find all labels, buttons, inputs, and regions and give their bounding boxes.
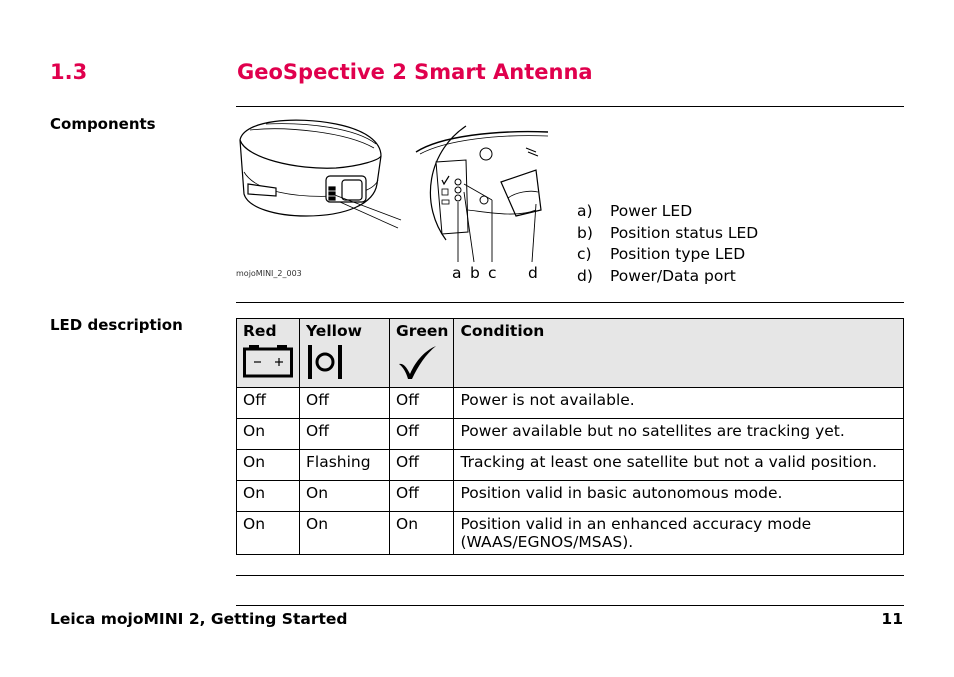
cell-red: On <box>236 480 300 512</box>
cell-condition: Position valid in basic autonomous mode. <box>453 480 904 512</box>
legend-item: d) Power/Data port <box>577 266 758 288</box>
table-header-row: Red Yellow Green <box>236 318 904 388</box>
legend-key: d) <box>577 266 593 285</box>
checkmark-icon <box>399 346 436 379</box>
header-label: Yellow <box>306 322 362 340</box>
legend-text: Power LED <box>610 202 693 220</box>
cell-condition: Tracking at least one satellite but not … <box>453 449 904 481</box>
callout-lines <box>457 183 537 263</box>
callout-letter-a: a <box>452 264 462 282</box>
legend-key: b) <box>577 223 593 242</box>
components-legend: a) Power LED b) Position status LED c) P… <box>577 201 758 287</box>
cell-yellow: Off <box>299 387 390 419</box>
header-green: Green <box>388 318 455 388</box>
header-label: Condition <box>460 322 545 340</box>
led-detail-view <box>415 125 549 241</box>
cell-yellow: On <box>299 480 390 512</box>
cell-green: Off <box>388 449 455 481</box>
cell-condition: Position valid in an enhanced accuracy m… <box>453 511 904 555</box>
figure-caption: mojoMINI_2_003 <box>236 269 302 278</box>
cell-condition: Power is not available. <box>453 387 904 419</box>
legend-text: Position type LED <box>610 245 746 263</box>
cell-condition: Power available but no satellites are tr… <box>453 418 904 450</box>
battery-icon <box>243 345 293 378</box>
table-row: On On Off Position valid in basic autono… <box>236 480 904 512</box>
section-title: GeoSpective 2 Smart Antenna <box>237 60 593 84</box>
callout-letter-d: d <box>528 264 538 282</box>
cell-red: On <box>236 511 300 555</box>
section-number: 1.3 <box>50 60 88 84</box>
cell-green: On <box>388 511 455 555</box>
table-row: On On On Position valid in an enhanced a… <box>236 511 904 555</box>
legend-text: Position status LED <box>610 223 759 242</box>
header-label: Green <box>396 322 449 340</box>
divider-middle <box>236 302 904 303</box>
led-description-label: LED description <box>50 316 183 334</box>
cell-yellow: On <box>299 511 390 555</box>
components-label: Components <box>50 115 156 133</box>
led-table: Red Yellow Green <box>236 318 904 555</box>
cell-green: Off <box>388 387 455 419</box>
position-status-icon <box>308 345 342 379</box>
cell-green: Off <box>388 480 455 512</box>
table-row: On Flashing Off Tracking at least one sa… <box>236 449 904 481</box>
legend-key: c) <box>577 245 592 263</box>
legend-key: a) <box>577 202 593 220</box>
callout-letter-c: c <box>488 264 497 282</box>
header-red: Red <box>236 318 300 388</box>
table-row: Off Off Off Power is not available. <box>236 387 904 419</box>
legend-text: Power/Data port <box>610 266 736 285</box>
callout-letter-b: b <box>470 264 480 282</box>
header-condition: Condition <box>453 318 904 388</box>
legend-item: b) Position status LED <box>577 223 758 245</box>
cell-yellow: Off <box>299 418 390 450</box>
cell-red: On <box>236 418 300 450</box>
page-number: 11 <box>881 610 903 628</box>
cell-red: Off <box>236 387 300 419</box>
header-yellow: Yellow <box>299 318 390 388</box>
divider-bottom <box>236 575 904 576</box>
divider-top <box>236 106 904 107</box>
footer-title: Leica mojoMINI 2, Getting Started <box>50 610 348 628</box>
header-label: Red <box>243 322 277 340</box>
cell-yellow: Flashing <box>299 449 390 481</box>
legend-item: a) Power LED <box>577 201 758 223</box>
antenna-illustration <box>239 119 549 263</box>
cell-red: On <box>236 449 300 481</box>
cell-green: Off <box>388 418 455 450</box>
antenna-body <box>239 119 382 217</box>
table-row: On Off Off Power available but no satell… <box>236 418 904 450</box>
footer-divider <box>236 605 904 606</box>
legend-item: c) Position type LED <box>577 244 758 266</box>
